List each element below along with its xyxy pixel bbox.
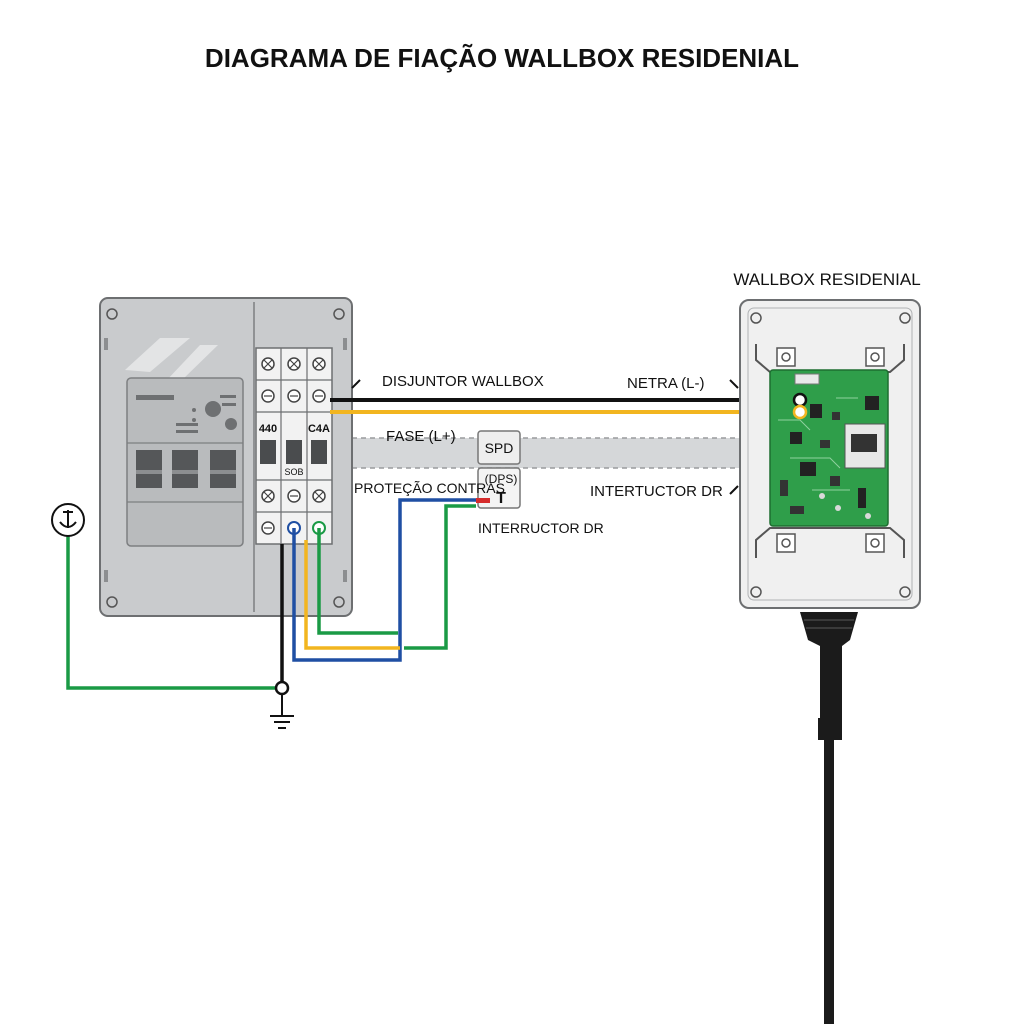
screw-icon [750, 312, 762, 324]
phase-wire-yellow-lower [304, 540, 400, 650]
diagram-title: DIAGRAMA DE FIAÇÃO WALLBOX RESIDENIAL [205, 43, 799, 73]
breaker-module: 440 C4A SOB [255, 347, 333, 545]
screw-icon [333, 596, 345, 608]
screw-icon [899, 586, 911, 598]
ground-symbol-icon [270, 694, 294, 729]
pointer-mark [729, 379, 739, 389]
disjuntor-label: DISJUNTOR WALLBOX [382, 373, 544, 390]
screw-icon [106, 596, 118, 608]
intertuctor-label: INTERTUCTOR DR [590, 483, 723, 500]
neutral-wire-blue [292, 498, 476, 662]
spd-label: SPD [485, 440, 514, 456]
conduit-band [352, 438, 742, 468]
fase-label: FASE (L+) [386, 428, 456, 445]
earth-wire-green-spd [404, 504, 476, 650]
interructor-label: INTERRUCTOR DR [478, 520, 604, 536]
spd-device: SPD (DPS) T [476, 430, 521, 509]
earth-wire-green-lower [317, 528, 398, 635]
breaker-label-middle: SOB [284, 467, 303, 477]
pointer-mark [351, 379, 361, 389]
earth-symbol-icon [51, 503, 85, 537]
charging-cable-icon [800, 612, 858, 1024]
screw-icon [750, 586, 762, 598]
pointer-mark [729, 485, 739, 495]
protecao-label: PROTEÇÃO CONTRAS [354, 480, 505, 496]
spd-terminal-label: T [496, 490, 506, 507]
screw-icon [333, 308, 345, 320]
wallbox-pcb [769, 369, 889, 527]
screw-icon [106, 308, 118, 320]
ground-node [274, 680, 290, 696]
dps-label: (DPS) [485, 472, 518, 486]
wallbox-label: WALLBOX RESIDENIAL [733, 270, 920, 289]
screw-icon [899, 312, 911, 324]
breaker-label-right: C4A [308, 423, 330, 435]
breaker-label-left: 440 [259, 423, 277, 435]
netra-label: NETRA (L-) [627, 375, 705, 392]
earth-wire-green [66, 530, 278, 690]
